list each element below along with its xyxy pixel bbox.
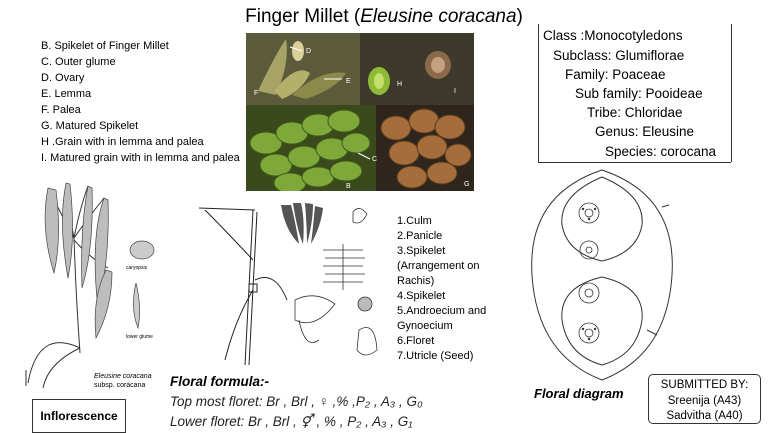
photo-label-i: I	[454, 88, 456, 95]
legend-item: C. Outer glume	[41, 56, 116, 68]
spikelet-photo-drawing: D E F H I C B G	[246, 33, 474, 191]
family-text: Family: Poaceae	[565, 67, 666, 82]
species-text: Species: corocana	[605, 144, 717, 159]
floral-formula-lower: Lower floret: Br , Brl , ⚥ , % , P₂ , A₃…	[170, 414, 413, 429]
classification-box: Class :Monocotyledons Subclass: Glumiflo…	[538, 24, 732, 163]
plant-parts-list: 1.Culm 2.Panicle 3.Spikelet (Arrangement…	[397, 214, 507, 364]
list-item: 4.Spikelet	[397, 290, 446, 302]
photo-legend: B. Spikelet of Finger Millet C. Outer gl…	[41, 38, 241, 166]
photo-label-b: B	[346, 183, 351, 190]
submitted-heading: SUBMITTED BY:	[660, 379, 749, 391]
species-caption: Eleusine coracana	[94, 373, 152, 380]
photo-label-c: C	[372, 156, 377, 163]
photo-label-d: D	[306, 48, 311, 55]
photo-label-e: E	[346, 78, 351, 85]
list-item: 5.Androecium and Gynoecium	[397, 305, 487, 332]
photo-label-f: F	[254, 90, 258, 97]
submitter-name: Sreenija (A43)	[667, 394, 742, 407]
legend-item: F. Palea	[41, 104, 81, 116]
floral-formula-title: Floral formula:-	[170, 374, 270, 389]
legend-item: E. Lemma	[41, 88, 92, 100]
plant-parts-drawing	[198, 203, 378, 366]
list-item: 2.Panicle	[397, 230, 443, 242]
legend-item: H .Grain with in lemma and palea	[41, 136, 204, 148]
floral-diagram-label: Floral diagram	[534, 386, 624, 401]
page-title: Finger Millet (Eleusine coracana)	[245, 6, 523, 27]
subfamily-text: Sub family: Pooideae	[575, 86, 703, 101]
photo-label-g: G	[464, 181, 469, 188]
subspecies-caption: subsp. coracana	[94, 382, 145, 389]
submitted-by-box: SUBMITTED BY: Sreenija (A43) Sadvitha (A…	[648, 374, 761, 424]
legend-item: D. Ovary	[41, 72, 85, 84]
legend-item: I. Matured grain with in lemma and palea	[41, 152, 240, 164]
tribe-text: Tribe: Chloridae	[587, 105, 683, 120]
submitter-name: Sadvitha (A40)	[666, 410, 743, 422]
list-item: 6.Floret	[397, 335, 435, 347]
list-item: 3.Spikelet (Arrangement on Rachis)	[397, 245, 480, 287]
caryopsis-label: caryopsis	[126, 265, 148, 271]
spikelet-photo: D E F H I C B G	[246, 33, 474, 191]
genus-text: Genus: Eleusine	[595, 124, 695, 139]
list-item: 7.Utricle (Seed)	[397, 350, 474, 362]
floral-formula: Floral formula:- Top most floret: Br , B…	[170, 372, 423, 432]
glume-label: lower glume	[126, 334, 153, 340]
legend-item: B. Spikelet of Finger Millet	[41, 40, 169, 52]
floral-formula-top: Top most floret: Br , Brl , ♀ ,% ,P₂ , A…	[170, 394, 423, 409]
inflorescence-drawing: caryopsis lower glume Eleusine coracana …	[25, 182, 155, 389]
inflorescence-label: Inflorescence	[32, 399, 126, 433]
photo-label-h: H	[397, 81, 402, 88]
list-item: 1.Culm	[397, 215, 432, 227]
subclass-text: Subclass: Glumiflorae	[553, 48, 685, 63]
floral-diagram	[531, 169, 673, 381]
legend-item: G. Matured Spikelet	[41, 120, 139, 132]
class-text: Class :Monocotyledons	[543, 28, 683, 43]
